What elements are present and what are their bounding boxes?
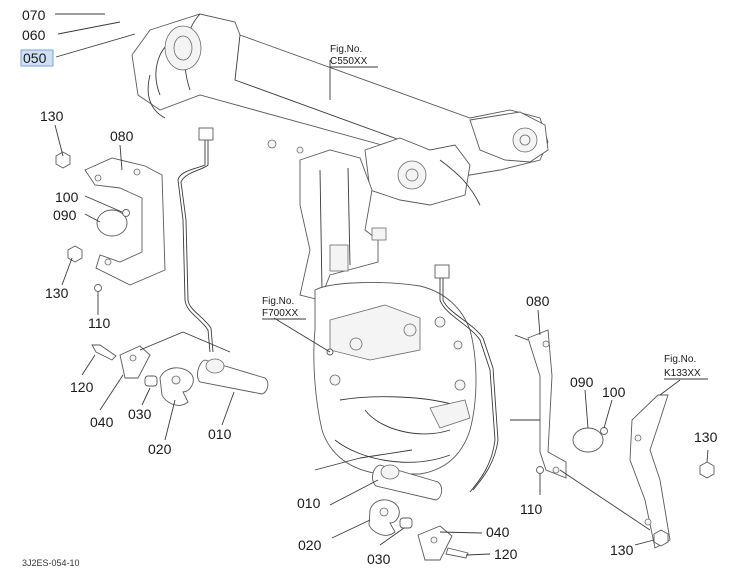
label-110-left[interactable]: 110 <box>88 315 111 331</box>
label-120-bottom[interactable]: 120 <box>494 546 518 562</box>
label-090-right[interactable]: 090 <box>570 374 594 390</box>
bottom-parts-group <box>314 264 499 561</box>
label-080-right[interactable]: 080 <box>526 293 550 309</box>
label-080-left[interactable]: 080 <box>110 128 134 144</box>
label-050[interactable]: 050 <box>23 50 47 66</box>
label-020-bottom[interactable]: 020 <box>298 537 322 553</box>
label-030-bottom[interactable]: 030 <box>367 551 391 567</box>
label-130-top-left[interactable]: 130 <box>40 108 64 124</box>
label-040-bottom[interactable]: 040 <box>486 524 510 540</box>
figure-references: Fig.No. C550XX Fig.No. F700XX Fig.No. K1… <box>262 44 708 380</box>
label-120-left[interactable]: 120 <box>70 379 94 395</box>
label-040-left[interactable]: 040 <box>90 414 114 430</box>
leader-lines <box>54 13 709 556</box>
right-parts-group <box>510 329 715 549</box>
label-090-left[interactable]: 090 <box>53 207 77 223</box>
label-060[interactable]: 060 <box>22 27 46 43</box>
left-parts-group <box>55 127 269 406</box>
fig-ref-k133-code[interactable]: K133XX <box>664 368 701 379</box>
footer-drawing-code: 3J2ES-054-10 <box>22 558 80 568</box>
label-130-bottom-right[interactable]: 130 <box>610 542 634 558</box>
fig-ref-f700-code[interactable]: F700XX <box>262 308 298 319</box>
fig-ref-f700-title[interactable]: Fig.No. <box>262 296 294 307</box>
callout-labels: 070 060 050 130 080 100 090 130 110 120 … <box>20 7 718 567</box>
label-100-left[interactable]: 100 <box>55 189 79 205</box>
label-010-bottom[interactable]: 010 <box>297 495 321 511</box>
label-130-left[interactable]: 130 <box>45 285 69 301</box>
axle-housing-drawing <box>131 13 549 475</box>
fig-ref-c550-code[interactable]: C550XX <box>330 56 368 67</box>
label-010-left[interactable]: 010 <box>208 426 232 442</box>
label-070[interactable]: 070 <box>22 7 46 23</box>
label-030-left[interactable]: 030 <box>128 406 152 422</box>
fig-ref-k133-title[interactable]: Fig.No. <box>664 354 696 365</box>
label-110-right[interactable]: 110 <box>520 501 543 517</box>
label-020-left[interactable]: 020 <box>148 441 172 457</box>
label-130-right[interactable]: 130 <box>694 429 718 445</box>
fig-ref-c550-title[interactable]: Fig.No. <box>330 44 362 55</box>
label-050-highlight <box>20 49 54 67</box>
label-100-right[interactable]: 100 <box>602 384 626 400</box>
